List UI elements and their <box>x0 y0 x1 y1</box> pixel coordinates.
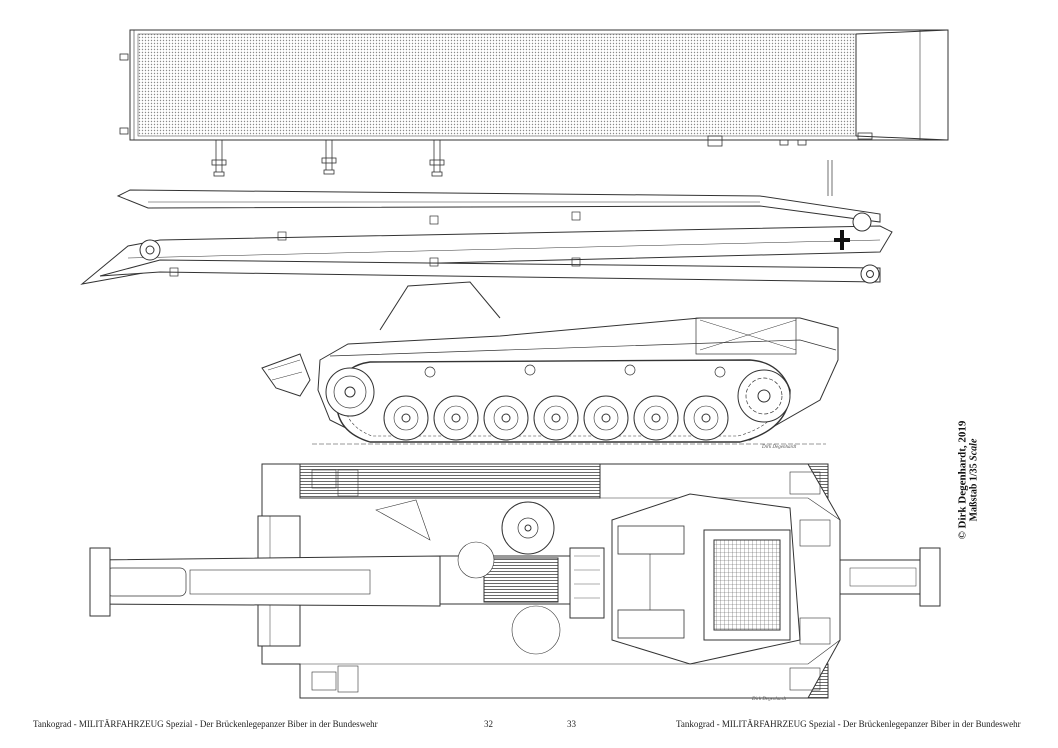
drawing-credit: © Dirk Degenhardt, 2019 Maßstab 1/35 Sca… <box>957 421 980 540</box>
bridge-top-view <box>119 29 949 177</box>
road-wheels <box>383 395 729 441</box>
page-number-right: 33 <box>567 719 576 729</box>
footer-left: Tankograd - MILITÄRFAHRZEUG Spezial - De… <box>33 719 378 729</box>
footer-right: Tankograd - MILITÄRFAHRZEUG Spezial - De… <box>676 719 1021 729</box>
artist-signature: Dirk Degenhardt <box>762 445 797 450</box>
vehicle-plan-view <box>89 463 941 699</box>
scale-line: Maßstab 1/35 Scale <box>968 438 980 522</box>
artist-signature-plan: Dirk Degenhardt <box>752 697 787 702</box>
copyright-line: © Dirk Degenhardt, 2019 <box>956 420 969 540</box>
vehicle-side-view <box>80 160 893 445</box>
page-number-left: 32 <box>484 719 493 729</box>
